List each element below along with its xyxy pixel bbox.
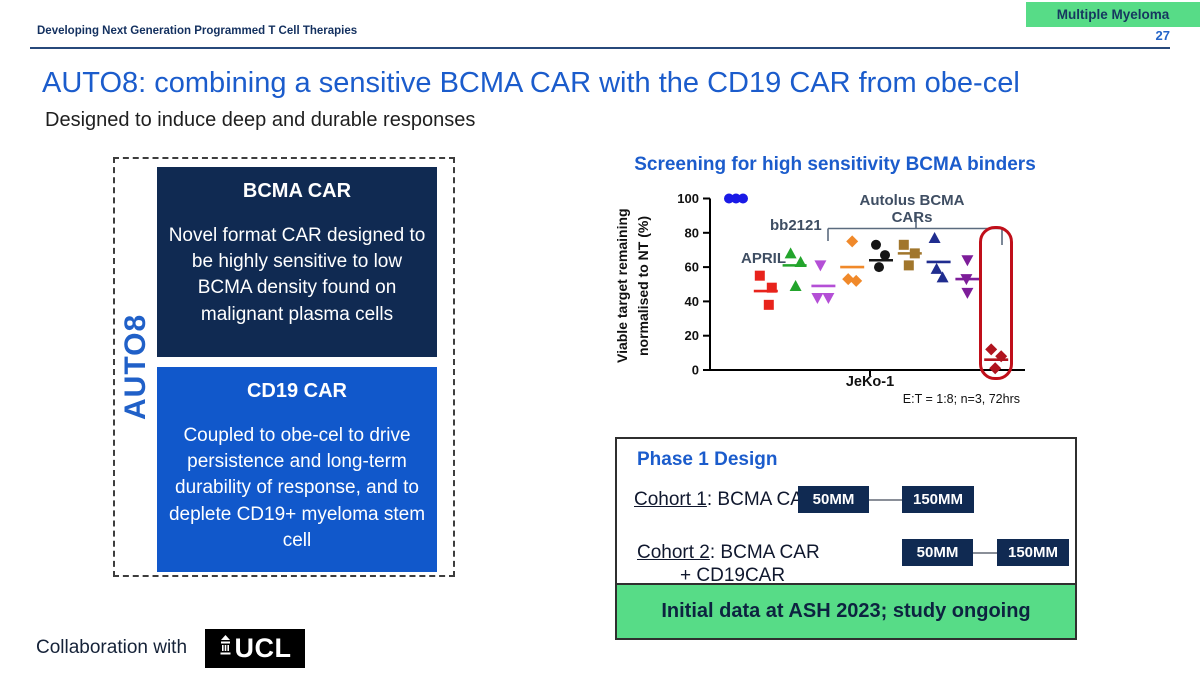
- cd19-car-title: CD19 CAR: [246, 380, 348, 402]
- cohort2-dose2-box: 150MM: [997, 539, 1069, 566]
- cd19-car-body: Coupled to obe-cel to drive persistence …: [168, 425, 426, 551]
- cohort2-dose1-box: 50MM: [902, 539, 973, 566]
- page-number: 27: [1155, 28, 1170, 43]
- cohort2-desc-line2: + CD19CAR: [680, 565, 786, 586]
- phase1-design-box: Phase 1 Design Cohort 1: BCMA CAR 50MM 1…: [615, 437, 1077, 640]
- cohort1-dose1-box: 50MM: [798, 486, 869, 513]
- chart-x-category-label: JeKo-1: [845, 374, 895, 390]
- phase1-title: Phase 1 Design: [637, 449, 778, 470]
- autolus-cars-annotation: Autolus BCMA CARs: [859, 192, 965, 226]
- bcma-car-body: Novel format CAR designed to be highly s…: [168, 225, 426, 325]
- ucl-logo-text: UCL: [234, 633, 292, 663]
- scatter-group-7: [897, 239, 922, 271]
- scatter-plot: 0 20 40 60 80 100: [677, 191, 1025, 378]
- svg-text:20: 20: [685, 328, 699, 343]
- scatter-group-3: [782, 247, 807, 291]
- scatter-group-10: [984, 343, 1009, 375]
- scatter-group-9: [955, 255, 980, 299]
- scatter-group-2: [753, 270, 778, 310]
- scatter-group-8: [926, 231, 951, 283]
- svg-text:60: 60: [685, 260, 699, 275]
- chart-footnote: E:T = 1:8; n=3, 72hrs: [902, 392, 1020, 406]
- svg-text:100: 100: [677, 191, 699, 206]
- svg-text:0: 0: [692, 363, 699, 378]
- svg-text:80: 80: [685, 225, 699, 240]
- cohort2-label: Cohort 2: BCMA CAR: [637, 540, 820, 565]
- ucl-logo: UCL: [205, 629, 305, 668]
- ucl-portico-icon: [219, 635, 232, 662]
- header-divider: [30, 47, 1170, 49]
- bcma-car-box: BCMA CAR Novel format CAR designed to be…: [157, 167, 437, 357]
- deck-header-text: Developing Next Generation Programmed T …: [37, 25, 358, 37]
- ash-2023-banner: Initial data at ASH 2023; study ongoing: [615, 583, 1077, 640]
- svg-text:40: 40: [685, 294, 699, 309]
- slide-subtitle: Designed to induce deep and durable resp…: [45, 109, 476, 131]
- collaboration-text: Collaboration with: [36, 637, 188, 658]
- slide-title: AUTO8: combining a sensitive BCMA CAR wi…: [42, 67, 1020, 99]
- cohort2-name: Cohort 2: [637, 542, 710, 563]
- cohort1-label: Cohort 1: BCMA CAR: [634, 487, 817, 512]
- chart-title: Screening for high sensitivity BCMA bind…: [634, 154, 1036, 175]
- auto8-rotated-label: AUTO8: [119, 313, 152, 421]
- cohort1-dose2-box: 150MM: [902, 486, 974, 513]
- scatter-group-1: [724, 193, 748, 204]
- disease-area-badge: Multiple Myeloma: [1026, 2, 1200, 27]
- cd19-car-box: CD19 CAR Coupled to obe-cel to drive per…: [157, 367, 437, 572]
- scatter-group-4: [811, 260, 836, 304]
- april-annotation: APRIL: [741, 250, 786, 267]
- scatter-group-6: [869, 239, 893, 273]
- bb2121-annotation: bb2121: [770, 217, 822, 234]
- cohort1-desc: : BCMA CAR: [706, 489, 817, 510]
- bcma-car-title: BCMA CAR: [242, 180, 352, 202]
- cohort2-desc: : BCMA CAR: [709, 542, 820, 563]
- cohort1-name: Cohort 1: [634, 489, 707, 510]
- cohort1-dose-connector: [869, 498, 902, 501]
- scatter-group-5: [840, 235, 865, 287]
- cohort2-dose-connector: [973, 551, 997, 554]
